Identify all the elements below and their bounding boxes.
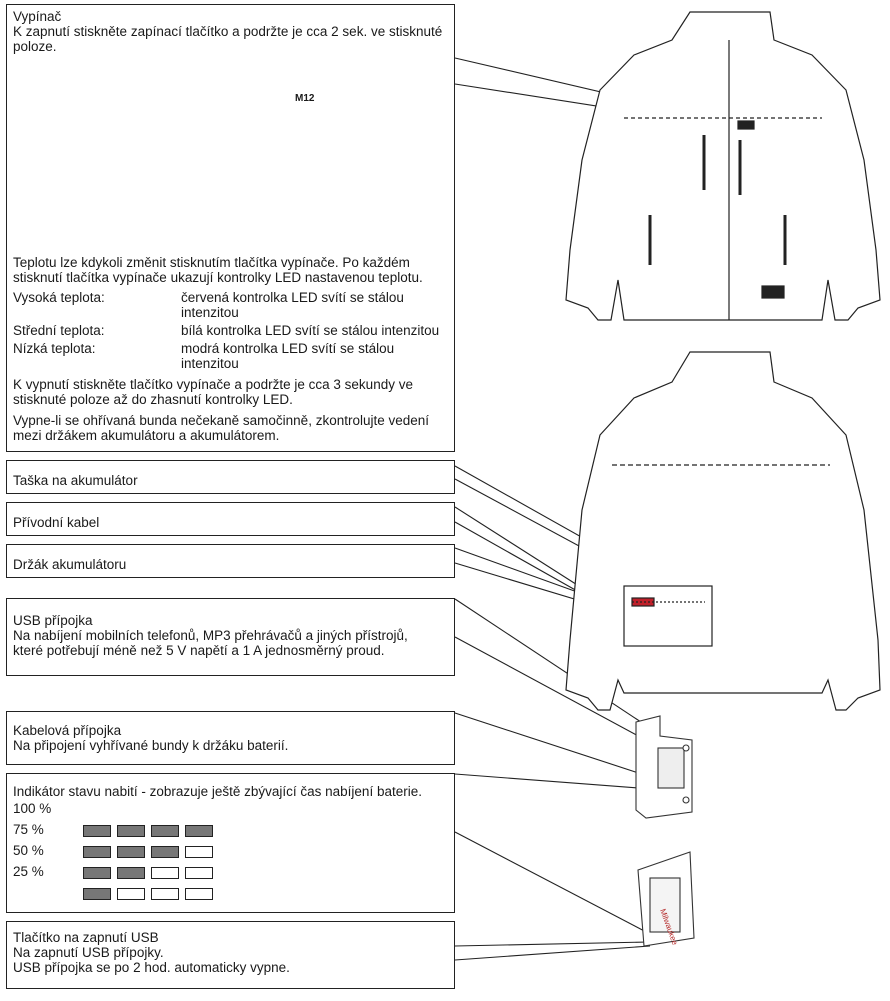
charge-segment-off xyxy=(151,867,179,879)
charge-label-75: 75 % xyxy=(13,822,44,837)
charge-segment-off xyxy=(185,846,213,858)
usb-port-box: USB přípojka Na nabíjení mobilních telef… xyxy=(6,598,455,676)
switch-on-text: K zapnutí stiskněte zapínací tlačítko a … xyxy=(13,24,443,39)
charge-segment-lit xyxy=(151,825,179,837)
charge-row xyxy=(83,846,213,858)
warn-text-2: mezi držákem akumulátoru a akumulátorem. xyxy=(13,428,280,443)
charge-segment-lit xyxy=(117,867,145,879)
switch-on-text-2: poloze. xyxy=(13,39,57,54)
charge-segment-lit xyxy=(117,846,145,858)
battery-holder-drawing xyxy=(635,715,693,819)
off-text-2: stisknuté poloze až do zhasnutí kontrolk… xyxy=(13,392,293,407)
charge-label-50: 50 % xyxy=(13,843,44,858)
usb-button-title: Tlačítko na zapnutí USB xyxy=(13,930,159,945)
cable-port-title: Kabelová přípojka xyxy=(13,723,122,738)
battery-holder-box: Držák akumulátoru xyxy=(6,544,455,578)
level-high-desc-2: intenzitou xyxy=(181,305,239,320)
battery-holder-title: Držák akumulátoru xyxy=(13,557,127,572)
battery-holder-front-drawing: Milwaukee xyxy=(637,851,695,947)
warn-text-1: Vypne-li se ohřívaná bunda nečekaně samo… xyxy=(13,413,430,428)
charge-segment-off xyxy=(151,888,179,900)
level-mid-desc: bílá kontrolka LED svítí se stálou inten… xyxy=(181,323,440,338)
charge-segment-off xyxy=(185,888,213,900)
charge-segment-lit xyxy=(83,867,111,879)
usb-button-text-2: USB přípojka se po 2 hod. automaticky vy… xyxy=(13,960,290,975)
cable-port-text: Na připojení vyhřívané bundy k držáku ba… xyxy=(13,738,289,753)
usb-button-text-1: Na zapnutí USB přípojky. xyxy=(13,945,164,960)
m12-badge-2: M12 xyxy=(295,93,315,104)
usb-port-title: USB přípojka xyxy=(13,613,93,628)
level-low-desc: modrá kontrolka LED svítí se stálou xyxy=(181,341,395,356)
charge-segment-off xyxy=(117,888,145,900)
jacket-back-drawing xyxy=(565,351,881,711)
level-low-desc-2: intenzitou xyxy=(181,356,239,371)
battery-bag-box: Taška na akumulátor xyxy=(6,460,455,494)
cable-port-box: Kabelová přípojka Na připojení vyhřívané… xyxy=(6,711,455,765)
charge-segment-lit xyxy=(83,846,111,858)
supply-cable-title: Přívodní kabel xyxy=(13,515,100,530)
charge-segment-off xyxy=(185,867,213,879)
charge-label-100: 100 % xyxy=(13,801,52,816)
m12-badge: M12 xyxy=(94,93,114,104)
switch-title: Vypínač xyxy=(13,9,62,24)
level-mid-name: Střední teplota: xyxy=(13,323,105,338)
usb-button-box: Tlačítko na zapnutí USB Na zapnutí USB p… xyxy=(6,921,455,989)
charge-row xyxy=(83,888,213,900)
charge-segment-lit xyxy=(117,825,145,837)
charge-segment-lit xyxy=(151,846,179,858)
charge-segment-lit xyxy=(83,825,111,837)
usb-port-text-2: které potřebují méně než 5 V napětí a 1 … xyxy=(13,643,385,658)
off-text-1: K vypnutí stiskněte tlačítko vypínače a … xyxy=(13,377,413,392)
temp-text-1: Teplotu lze kdykoli změnit stisknutím tl… xyxy=(13,255,410,270)
level-high-name: Vysoká teplota: xyxy=(13,290,105,305)
charge-segment-lit xyxy=(83,888,111,900)
battery-bag-title: Taška na akumulátor xyxy=(13,473,138,488)
supply-cable-box: Přívodní kabel xyxy=(6,502,455,536)
usb-port-text-1: Na nabíjení mobilních telefonů, MP3 přeh… xyxy=(13,628,408,643)
charge-row xyxy=(83,825,213,837)
charge-row xyxy=(83,867,213,879)
switch-info-box: Vypínač K zapnutí stiskněte zapínací tla… xyxy=(6,4,455,452)
charge-indicator-title: Indikátor stavu nabití - zobrazuje ještě… xyxy=(13,784,422,799)
jacket-front-drawing xyxy=(565,11,881,321)
temp-text-2: stisknutí tlačítka vypínače ukazují kont… xyxy=(13,270,423,285)
level-high-desc: červená kontrolka LED svítí se stálou xyxy=(181,290,404,305)
charge-segment-lit xyxy=(185,825,213,837)
charge-label-25: 25 % xyxy=(13,864,44,879)
level-low-name: Nízká teplota: xyxy=(13,341,96,356)
charge-indicator-box: Indikátor stavu nabití - zobrazuje ještě… xyxy=(6,773,455,913)
